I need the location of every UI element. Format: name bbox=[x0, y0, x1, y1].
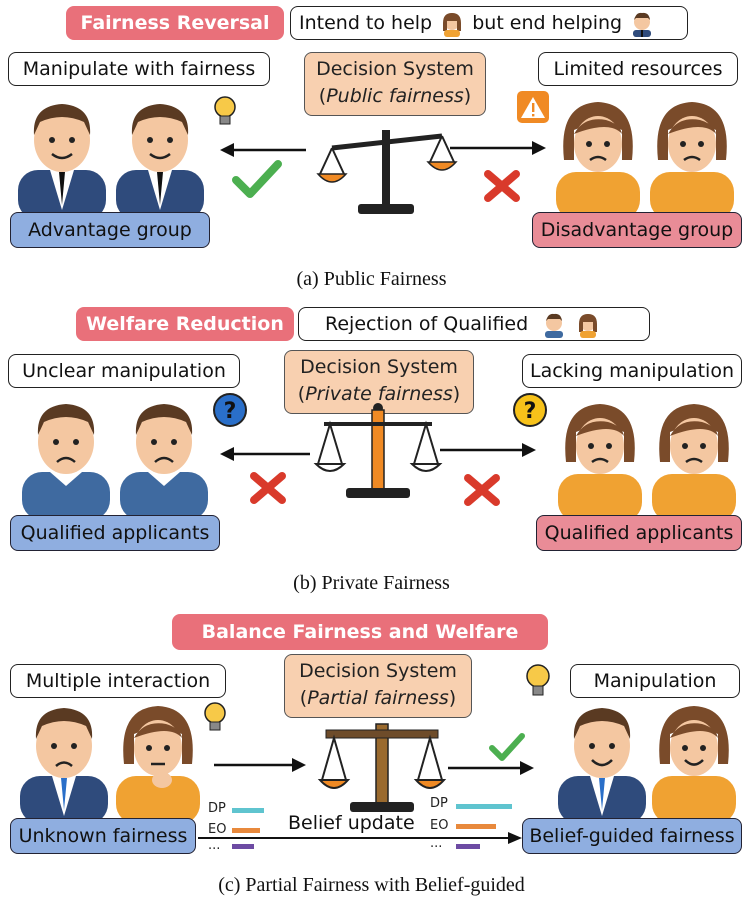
warning-icon bbox=[517, 91, 549, 123]
legend-bars-left bbox=[232, 808, 264, 849]
balance-scale-icon bbox=[316, 130, 458, 214]
more-bar-right bbox=[456, 844, 480, 849]
system-subtitle: (Public fairness) bbox=[318, 85, 472, 107]
belief-update-arrow bbox=[198, 832, 522, 844]
disadvantage-women-illustration bbox=[556, 102, 734, 220]
unclear-manipulation-label: Unclear manipulation bbox=[8, 354, 240, 388]
system-title-c: Decision System bbox=[299, 660, 457, 682]
arrow-right-a bbox=[450, 141, 546, 155]
lightbulb-icon bbox=[526, 664, 550, 696]
intend-to-help-box: Intend to help but end helping bbox=[290, 6, 688, 40]
legend-eo-left: EO bbox=[208, 822, 227, 837]
qualified-applicants-right: Qualified applicants bbox=[536, 515, 742, 551]
more-bar-left bbox=[232, 844, 254, 849]
decision-system-box-a: Decision System (Public fairness) bbox=[304, 52, 486, 116]
caption-b: (b) Private Fairness bbox=[293, 572, 450, 594]
helping-text: but end helping bbox=[472, 12, 623, 34]
qualified-applicants-left: Qualified applicants bbox=[10, 515, 220, 551]
intend-text: Intend to help bbox=[299, 12, 433, 34]
woman-mini-icon bbox=[438, 11, 466, 37]
dp-bar-left bbox=[232, 808, 264, 813]
check-icon bbox=[489, 733, 525, 761]
caption-a: (a) Public Fairness bbox=[296, 268, 447, 290]
sad-woman-mini-icon bbox=[574, 312, 602, 338]
cross-left-icon bbox=[250, 472, 286, 504]
arrow-right-c1 bbox=[214, 758, 306, 772]
legend-more-right: ... bbox=[430, 836, 443, 851]
rejection-text: Rejection of Qualified bbox=[325, 313, 529, 335]
system-title-b: Decision System bbox=[300, 356, 458, 378]
legend-dp-left: DP bbox=[208, 801, 226, 816]
disadvantage-group-label: Disadvantage group bbox=[532, 212, 742, 248]
welfare-reduction-banner: Welfare Reduction bbox=[76, 307, 294, 341]
lightbulb-icon bbox=[204, 702, 226, 731]
caption-c: (c) Partial Fairness with Belief-guided bbox=[218, 874, 525, 896]
sad-man-mini-icon bbox=[540, 312, 568, 338]
lightbulb-icon bbox=[214, 96, 236, 125]
sad-men-illustration bbox=[22, 404, 208, 520]
question-yellow-icon: ? bbox=[513, 393, 547, 427]
question-mark-right: ? bbox=[524, 399, 537, 424]
man-mini-icon bbox=[628, 11, 656, 37]
happy-pair-illustration bbox=[558, 706, 736, 824]
eo-bar-left bbox=[232, 828, 260, 833]
fairness-reversal-banner: Fairness Reversal bbox=[66, 6, 284, 40]
question-blue-icon: ? bbox=[213, 393, 247, 427]
cross-right-icon bbox=[464, 474, 500, 506]
eo-bar-right bbox=[456, 824, 496, 829]
arrow-right-c2 bbox=[448, 761, 534, 775]
advantage-group-label: Advantage group bbox=[10, 212, 210, 248]
system-subtitle-b: (Private fairness) bbox=[297, 383, 461, 405]
dp-bar-right bbox=[456, 804, 512, 809]
lacking-manipulation-label: Lacking manipulation bbox=[522, 354, 742, 388]
legend-dp-right: DP bbox=[430, 796, 448, 811]
belief-guided-fairness-label: Belief-guided fairness bbox=[522, 818, 742, 854]
multiple-interaction-label: Multiple interaction bbox=[10, 664, 226, 698]
limited-resources-label: Limited resources bbox=[538, 52, 738, 86]
arrow-left-a bbox=[220, 143, 306, 157]
legend-bars-right bbox=[456, 804, 512, 849]
legend-more-left: ... bbox=[208, 838, 221, 853]
question-mark-left: ? bbox=[224, 399, 237, 424]
system-subtitle-c: (Partial fairness) bbox=[299, 687, 457, 709]
manipulate-label: Manipulate with fairness bbox=[8, 52, 270, 86]
arrow-left-b bbox=[220, 447, 310, 461]
arrow-right-b bbox=[440, 443, 536, 457]
unknown-pair-illustration bbox=[20, 706, 200, 824]
unknown-fairness-label: Unknown fairness bbox=[10, 818, 196, 854]
rejection-box: Rejection of Qualified bbox=[298, 307, 650, 341]
manipulation-label: Manipulation bbox=[570, 664, 740, 698]
decision-system-box-c: Decision System (Partial fairness) bbox=[284, 654, 472, 718]
balance-banner: Balance Fairness and Welfare bbox=[172, 614, 548, 650]
sad-women-illustration bbox=[558, 404, 736, 522]
legend-eo-right: EO bbox=[430, 818, 449, 833]
belief-update-label: Belief update bbox=[288, 812, 415, 834]
partial-scale-icon bbox=[317, 723, 447, 812]
cross-icon bbox=[484, 170, 520, 202]
balanced-scale-icon bbox=[313, 403, 443, 498]
system-title: Decision System bbox=[316, 58, 474, 80]
advantage-men-illustration bbox=[18, 104, 204, 220]
check-icon bbox=[232, 160, 282, 198]
